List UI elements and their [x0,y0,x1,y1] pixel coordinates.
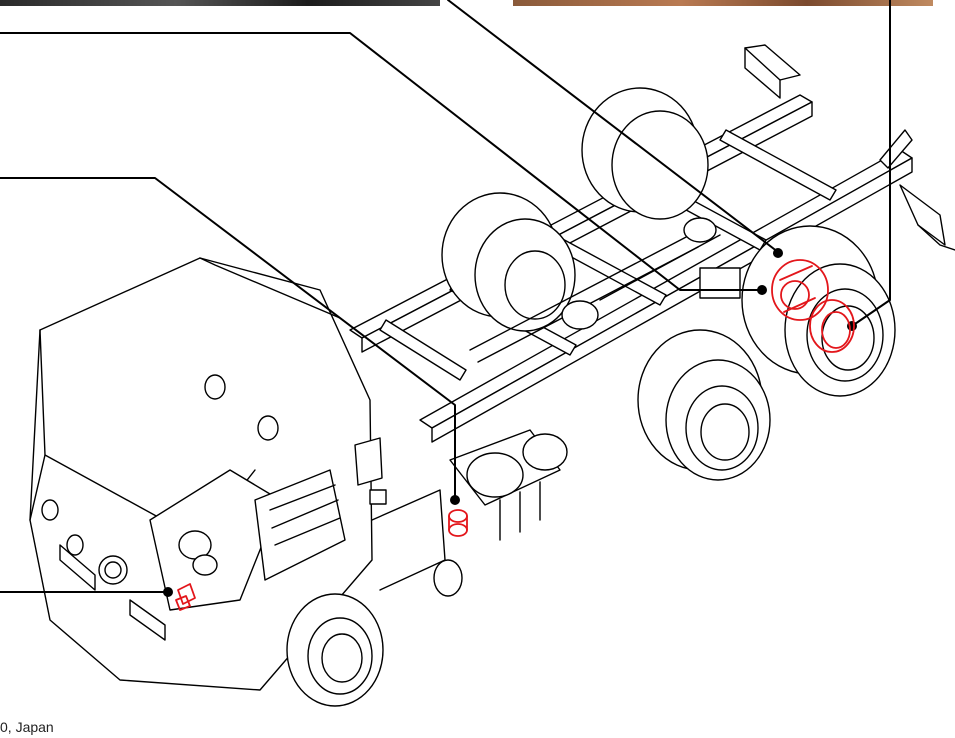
callout-dot-2 [757,285,767,295]
callout-line-1 [447,0,779,253]
driveshaft [469,217,741,363]
highlighted-parts [175,259,855,611]
callout-line-3 [0,177,456,501]
callout-dot-3 [450,495,460,505]
rear-wheels-near [637,225,896,481]
callout-dot-4 [163,587,173,597]
truck-cab [29,257,446,707]
callout-dot-1 [773,248,783,258]
photo-strip-right [513,0,933,6]
rear-wheels-far [441,87,709,332]
tanks [433,429,568,597]
callout-lines [0,0,891,593]
photo-strip-left [0,0,440,6]
callout-line-2 [0,32,761,291]
caption-text: 0, Japan [0,719,54,735]
callout-line-5 [851,0,891,327]
